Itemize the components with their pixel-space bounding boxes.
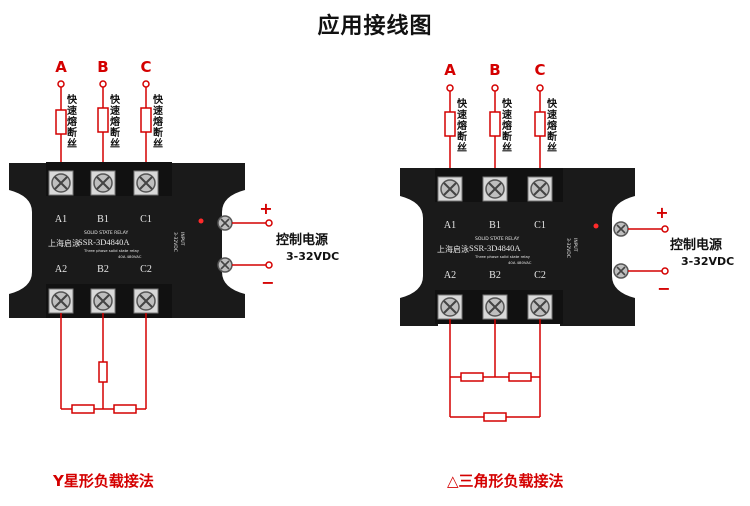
left-relay-spec: Three phase solid state relay: [83, 248, 140, 253]
left-term-b1: B1: [97, 214, 109, 225]
right-relay-spec: Three phase solid state relay: [474, 254, 531, 259]
left-term-a2: A2: [55, 264, 67, 275]
left-fuse-label-c: 快速熔断丝: [152, 93, 164, 150]
left-term-c1: C1: [140, 214, 152, 225]
right-term-c2: C2: [534, 270, 546, 281]
right-relay: A1 B1 C1 A2 B2 C2 上海启泳 SOLID STATE RELAY…: [400, 168, 635, 326]
left-term-c2: C2: [140, 264, 152, 275]
left-term-b2: B2: [97, 264, 109, 275]
left-control-voltage: 3-32VDC: [286, 250, 339, 263]
page-title: 应用接线图: [317, 14, 433, 39]
left-control-wires: [232, 219, 273, 269]
right-relay-label-top: SOLID STATE RELAY: [475, 236, 519, 242]
right-relay-input-range: 3-32VDC: [565, 238, 571, 258]
right-relay-model: SSR-3D4840A: [469, 243, 521, 253]
right-fuse-label-a: 快速熔断丝: [456, 97, 468, 154]
left-phase-a: A: [55, 58, 67, 76]
right-relay-brand: 上海启泳: [437, 244, 469, 254]
left-fuse-label-b: 快速熔断丝: [109, 93, 121, 150]
right-input-wires: [444, 84, 546, 180]
left-control-label: 控制电源: [276, 232, 328, 248]
left-relay-model: SSR-3D4840A: [78, 237, 130, 247]
right-caption: △三角形负载接法: [447, 472, 564, 490]
left-relay: A1 B1 C1 A2 B2 C2 上海启泳 SOLID STATE RELAY…: [9, 162, 245, 318]
right-term-c1: C1: [534, 220, 546, 231]
left-caption: Y星形负载接法: [53, 472, 154, 490]
right-fuse-label-c: 快速熔断丝: [546, 97, 558, 154]
right-relay-rating: 40A 480VAC: [508, 260, 532, 265]
left-relay-label-top: SOLID STATE RELAY: [84, 230, 128, 236]
left-relay-rating: 40A 480VAC: [118, 254, 142, 259]
right-delta-load: [449, 319, 541, 422]
right-fuse-label-b: 快速熔断丝: [501, 97, 513, 154]
right-minus: −: [657, 279, 670, 298]
right-relay-input: INPUT: [572, 238, 578, 252]
right-control-label: 控制电源: [670, 237, 722, 253]
left-relay-input: INPUT: [179, 232, 185, 246]
left-fuse-label-a: 快速熔断丝: [66, 93, 78, 150]
right-phase-b: B: [489, 61, 500, 79]
right-control-voltage: 3-32VDC: [681, 255, 734, 268]
left-relay-input-range: 3-32VDC: [172, 232, 178, 252]
right-plus: +: [655, 203, 668, 222]
left-diagram: A B C 快速熔断丝 快速熔断丝 快速熔断丝 A1 B1 C1 A2: [9, 58, 339, 414]
left-minus: −: [261, 273, 274, 292]
left-phase-c: C: [140, 58, 151, 76]
left-star-load: [60, 313, 147, 414]
right-term-b2: B2: [489, 270, 501, 281]
right-diagram: A B C 快速熔断丝 快速熔断丝 快速熔断丝 A1 B1 C1 A2 B2: [400, 61, 734, 422]
right-term-a1: A1: [444, 220, 456, 231]
left-plus: +: [259, 199, 272, 218]
right-control-wires: [628, 225, 669, 275]
right-phase-c: C: [534, 61, 545, 79]
left-term-a1: A1: [55, 214, 67, 225]
left-phase-b: B: [97, 58, 108, 76]
right-term-b1: B1: [489, 220, 501, 231]
right-term-a2: A2: [444, 270, 456, 281]
right-phase-a: A: [444, 61, 456, 79]
left-relay-brand: 上海启泳: [48, 238, 80, 248]
